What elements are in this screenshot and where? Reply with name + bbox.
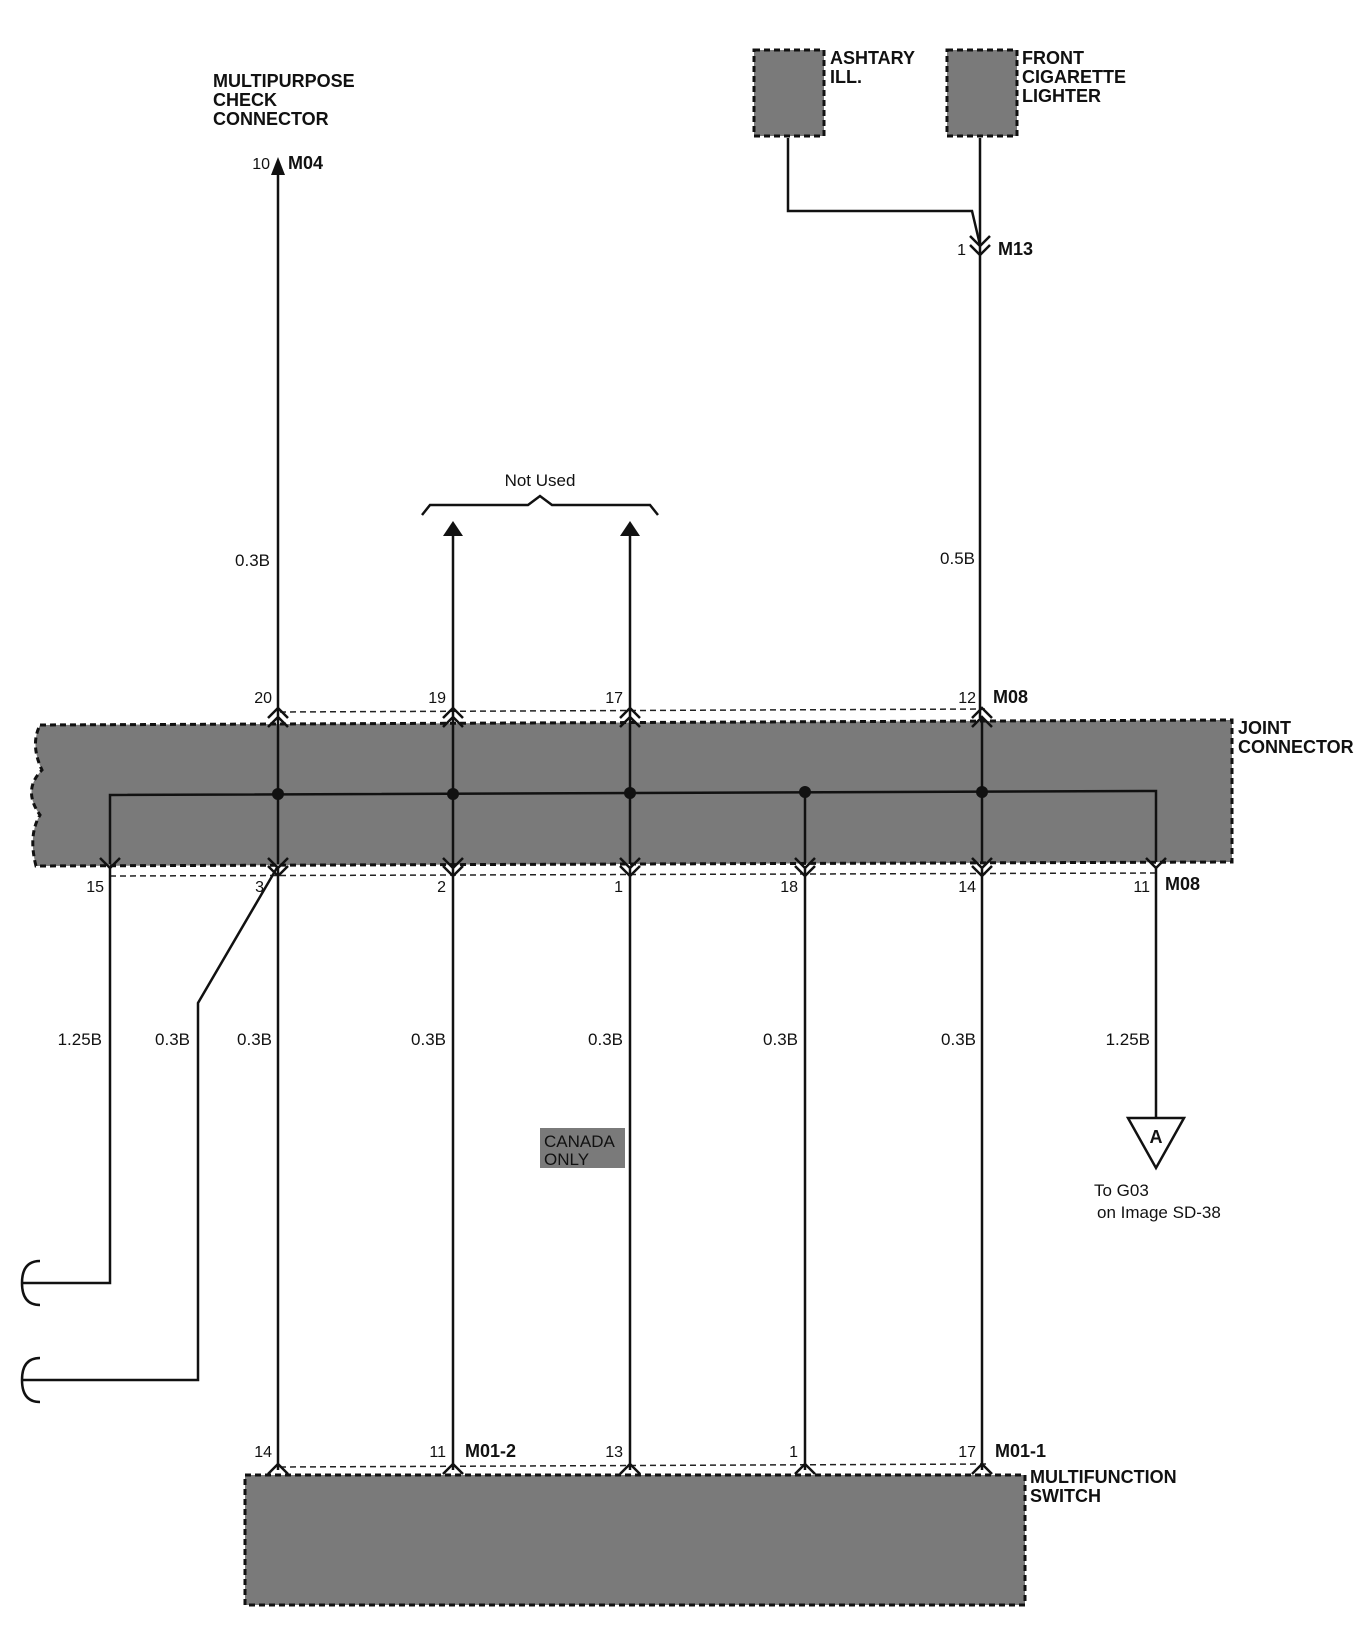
pin-mf-13: 13: [605, 1444, 623, 1461]
pin-jc-bot-1: 1: [614, 879, 623, 896]
connector-m04: M04: [288, 153, 323, 173]
label-multifunction-line1: MULTIFUNCTION: [1030, 1467, 1177, 1487]
ground-triangle-icon: [1125, 1116, 1187, 1171]
label-multipurpose-line3: CONNECTOR: [213, 109, 329, 129]
note-not-used: Not Used: [505, 471, 576, 490]
label-multipurpose-line1: MULTIPURPOSE: [213, 71, 355, 91]
wire-label-m04: 0.3B: [235, 551, 270, 570]
wire-label-3b: 0.3B: [237, 1030, 272, 1049]
m13-chevron-icon: [969, 235, 991, 257]
connector-m01-1: M01-1: [995, 1441, 1046, 1461]
arrow-up-19: [443, 521, 463, 536]
arrow-up-m04: [271, 157, 285, 175]
not-used-brace: [421, 494, 659, 516]
connector-m01-2: M01-2: [465, 1441, 516, 1461]
m01-edge: [279, 1463, 991, 1468]
pin-m04-10: 10: [252, 156, 270, 173]
wire-3a: [22, 865, 280, 1382]
pin-jc-bot-15: 15: [86, 879, 104, 896]
connector-m13: M13: [998, 239, 1033, 259]
note-canada-only-line2: ONLY: [544, 1150, 589, 1169]
ground-letter: A: [1150, 1127, 1163, 1147]
label-ashtray-line2: ILL.: [830, 67, 862, 87]
pin-mf-11: 11: [429, 1444, 446, 1461]
wire-label-15: 1.25B: [58, 1030, 102, 1049]
pin-jc-top-17: 17: [605, 690, 623, 707]
label-ashtray-line1: ASHTARY: [830, 48, 915, 68]
note-ground-ref-line1: To G03: [1094, 1181, 1149, 1200]
pin-jc-bot-11: 11: [1133, 879, 1150, 896]
pin-jc-top-12: 12: [958, 690, 976, 707]
wire-break-icon: [20, 1259, 41, 1307]
label-joint-connector-line1: JOINT: [1238, 718, 1291, 738]
pin-mf-14: 14: [254, 1444, 272, 1461]
pin-jc-bot-3: 3: [255, 879, 264, 896]
wire-label-11: 1.25B: [1106, 1030, 1150, 1049]
pin-jc-bot-2: 2: [437, 879, 446, 896]
label-lighter-line3: LIGHTER: [1022, 86, 1101, 106]
pin-jc-bot-18: 18: [780, 879, 798, 896]
pin-m13-1: 1: [957, 242, 966, 259]
wire-label-1: 0.3B: [588, 1030, 623, 1049]
label-joint-connector-line2: CONNECTOR: [1238, 737, 1354, 757]
junction-dots: [272, 786, 988, 800]
wire-label-3a: 0.3B: [155, 1030, 190, 1049]
wire-label-18: 0.3B: [763, 1030, 798, 1049]
wire-label-14: 0.3B: [941, 1030, 976, 1049]
canada-only-badge: [540, 1128, 625, 1168]
note-canada-only-line1: CANADA: [544, 1132, 616, 1151]
pin-jc-top-19: 19: [428, 690, 446, 707]
mf-chevron-icons: [267, 1462, 993, 1475]
ashtray-ill-component: [752, 48, 826, 138]
connector-m08-bottom: M08: [1165, 874, 1200, 894]
note-ground-ref-line2: on Image SD-38: [1097, 1203, 1221, 1222]
connector-m08-top: M08: [993, 687, 1028, 707]
label-lighter-line2: CIGARETTE: [1022, 67, 1126, 87]
cigarette-lighter-component: [945, 48, 1019, 138]
jc-bottom-chevron-icons: [99, 857, 1167, 878]
wire-ashtray: [786, 138, 982, 246]
label-multifunction-line2: SWITCH: [1030, 1486, 1101, 1506]
wire-label-m13: 0.5B: [940, 549, 975, 568]
pin-mf-1: 1: [789, 1444, 798, 1461]
pin-jc-bot-14: 14: [958, 879, 976, 896]
wire-15: [22, 866, 112, 1285]
wire-break-icon: [20, 1356, 41, 1404]
arrow-up-17: [620, 521, 640, 536]
multifunction-switch-component: [243, 1473, 1027, 1607]
jc-top-chevron-icons: [267, 706, 993, 728]
pin-jc-top-20: 20: [254, 690, 272, 707]
label-multipurpose-line2: CHECK: [213, 90, 277, 110]
pin-mf-17: 17: [958, 1444, 976, 1461]
label-lighter-line1: FRONT: [1022, 48, 1084, 68]
wire-label-2: 0.3B: [411, 1030, 446, 1049]
